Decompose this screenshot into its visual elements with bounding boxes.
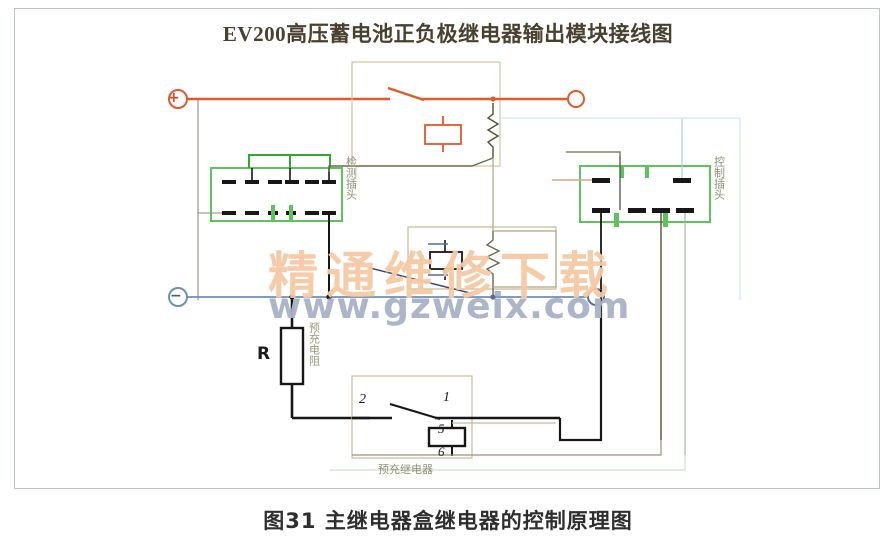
diagram-title: EV200高压蓄电池正负极继电器输出模块接线图 bbox=[222, 22, 674, 46]
figure-frame bbox=[14, 8, 880, 489]
precharge-resistor-label: 预充电阻 bbox=[307, 322, 321, 366]
detect-plug-label: 检测插头 bbox=[344, 156, 358, 200]
figure-caption: 图31 主继电器盒继电器的控制原理图 bbox=[263, 509, 633, 533]
resistor-designator-label: R bbox=[257, 344, 271, 364]
precharge-relay-pin-6: 6 bbox=[438, 444, 445, 459]
precharge-relay-pin-5: 5 bbox=[438, 421, 445, 436]
precharge-relay-pin-1: 1 bbox=[443, 390, 450, 405]
precharge-relay-label: 预充继电器 bbox=[378, 463, 433, 476]
control-plug-label: 控制插头 bbox=[712, 156, 726, 200]
precharge-relay-pin-2: 2 bbox=[359, 392, 366, 407]
